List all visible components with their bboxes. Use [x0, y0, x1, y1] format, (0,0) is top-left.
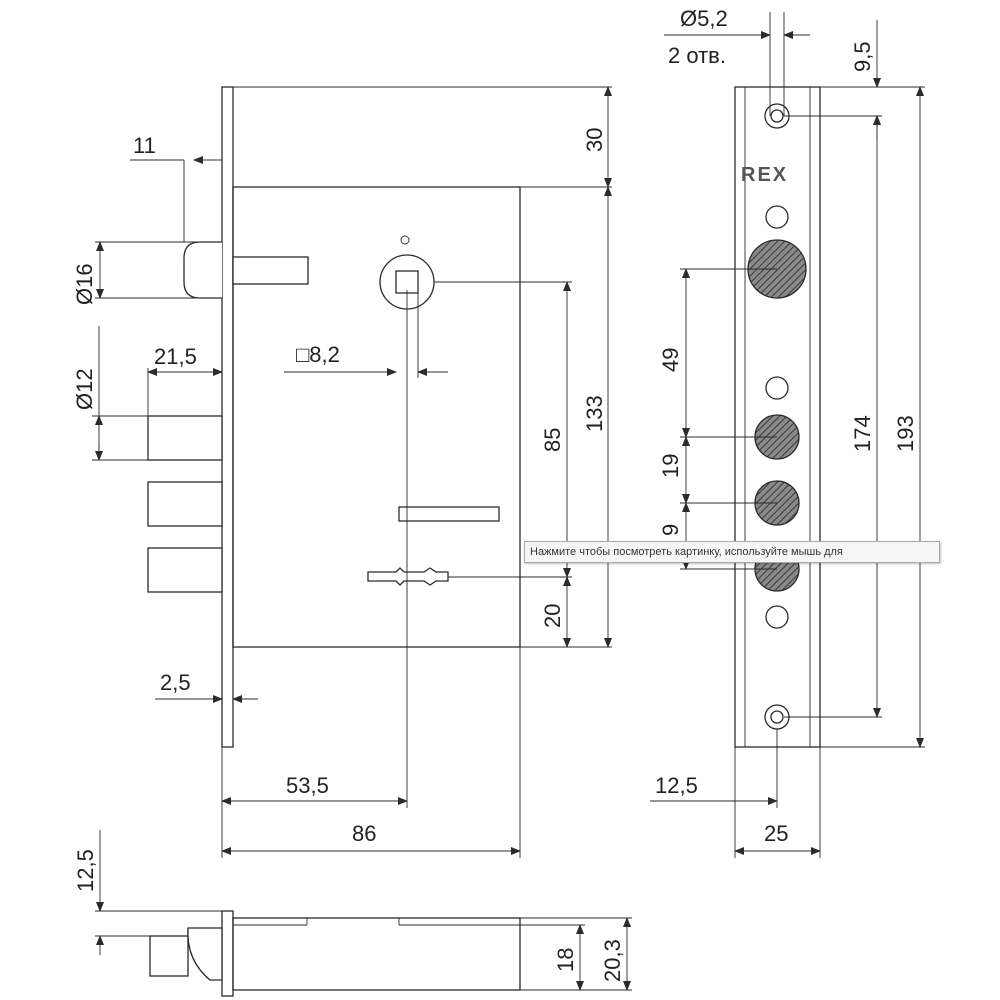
side-view: 12,5 18 20,3 [73, 830, 632, 997]
dim-12-5-side: 12,5 [73, 849, 98, 892]
dim-dia5-2: Ø5,2 [680, 6, 728, 31]
side-latch [187, 927, 223, 981]
small-hole-3 [765, 605, 789, 629]
dim-dia16: Ø16 [72, 263, 97, 305]
faceplate-outer [734, 86, 821, 748]
dim-86: 86 [352, 821, 376, 846]
dim-133: 133 [582, 395, 607, 432]
dim-11: 11 [133, 133, 156, 158]
dim-square-8-2: □8,2 [296, 342, 340, 367]
bolt-3 [147, 547, 223, 593]
bolt-1 [147, 415, 223, 461]
image-viewer-tooltip: Нажмите чтобы посмотреть картинку, испол… [524, 541, 940, 563]
dim-174: 174 [850, 415, 875, 452]
faceplate-view: REX Ø5,2 2 отв. 9,5 174 193 [650, 6, 925, 858]
keyhole [367, 567, 449, 586]
bolt-2 [147, 481, 223, 527]
dim-20-3: 20,3 [600, 939, 625, 982]
dim-20: 20 [540, 604, 565, 628]
dim-53-5: 53,5 [286, 773, 329, 798]
side-faceplate [221, 910, 234, 997]
side-latch-shaft [149, 935, 189, 977]
dim-85: 85 [540, 428, 565, 452]
dim-18: 18 [553, 948, 578, 972]
spindle-pin [400, 235, 410, 245]
dim-21-5: 21,5 [154, 344, 197, 369]
latch-tail [232, 256, 309, 285]
small-hole-1 [765, 205, 789, 229]
dim-30: 30 [582, 128, 607, 152]
dim-193: 193 [893, 415, 918, 452]
side-case [232, 917, 521, 991]
dim-25: 25 [764, 821, 788, 846]
spindle-square [395, 270, 419, 294]
faceplate-edge [221, 86, 234, 748]
dim-49: 49 [658, 348, 683, 372]
dim-2-5: 2,5 [160, 670, 191, 695]
dim-9: 9 [658, 524, 683, 536]
dim-dia12: Ø12 [72, 368, 97, 410]
dim-9-5: 9,5 [850, 41, 875, 72]
lock-body-front-view: 11 Ø16 Ø12 21,5 □8,2 30 133 [72, 86, 612, 858]
dim-19: 19 [658, 454, 683, 478]
small-hole-2 [765, 376, 789, 400]
brand-logo: REX [741, 164, 788, 186]
dim-holes-count: 2 отв. [668, 43, 726, 68]
lock-case [232, 186, 521, 648]
round-latch-bolt [183, 241, 222, 299]
dim-12-5-plate: 12,5 [655, 773, 698, 798]
guide-slot [398, 506, 500, 522]
